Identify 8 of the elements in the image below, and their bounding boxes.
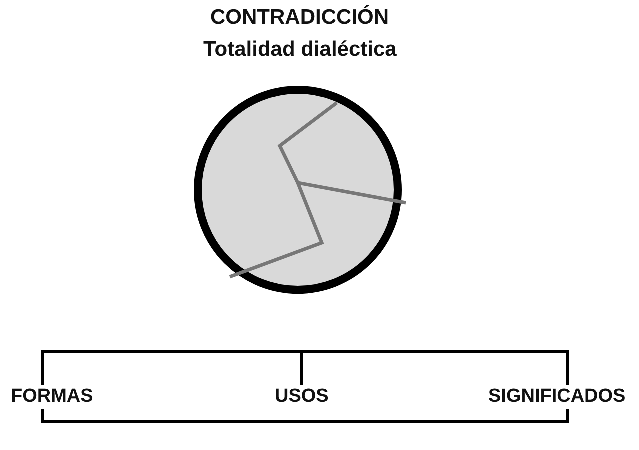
bracket-line	[42, 350, 304, 385]
category-label: USOS	[275, 385, 329, 409]
category-label: SIGNIFICADOS	[488, 385, 626, 409]
category-label: FORMAS	[11, 385, 94, 409]
heading: CONTRADICCIÓN	[210, 6, 389, 30]
bracket-line	[300, 350, 570, 385]
bracket-line	[42, 409, 570, 424]
subheading: Totalidad dialéctica	[204, 38, 397, 62]
